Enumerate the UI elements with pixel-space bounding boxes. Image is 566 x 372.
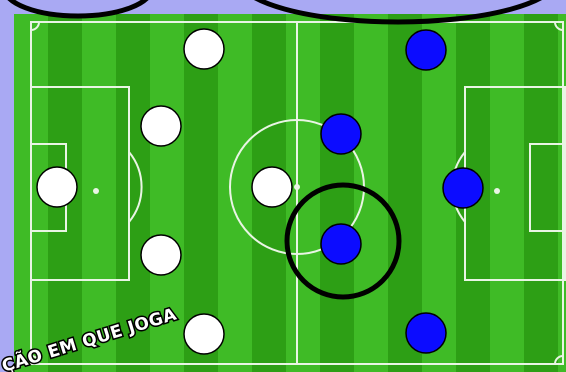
highlight-ring [284,182,402,300]
away-player[interactable] [320,113,362,155]
home-player[interactable] [140,234,182,276]
corner-arc-bottom-right [554,355,564,365]
grass-stripe [116,14,150,372]
home-team [36,28,293,355]
pitch-markings [30,21,566,365]
home-player[interactable] [36,166,78,208]
right-goal-area [529,143,566,232]
away-player[interactable] [442,167,484,209]
top-annotation-ovals [7,0,543,25]
annotation-oval-left [7,0,149,19]
away-team [320,29,484,354]
center-spot [294,184,300,190]
away-player[interactable] [405,29,447,71]
left-penalty-spot [93,188,99,194]
corner-arc-top-left [30,21,40,31]
corner-arc-bottom-left [30,355,40,365]
corner-arc-top-right [554,21,564,31]
home-player[interactable] [140,105,182,147]
away-center-forward[interactable] [320,223,362,265]
home-player[interactable] [183,28,225,70]
home-player[interactable] [251,166,293,208]
home-player[interactable] [183,313,225,355]
right-penalty-spot [494,188,500,194]
grass-stripe [320,14,354,372]
annotation-oval-right [253,0,543,25]
away-player[interactable] [405,312,447,354]
left-penalty-arc [128,151,143,223]
pitch-spots [93,184,500,194]
grass-stripe [184,14,218,372]
grass-stripe [388,14,422,372]
